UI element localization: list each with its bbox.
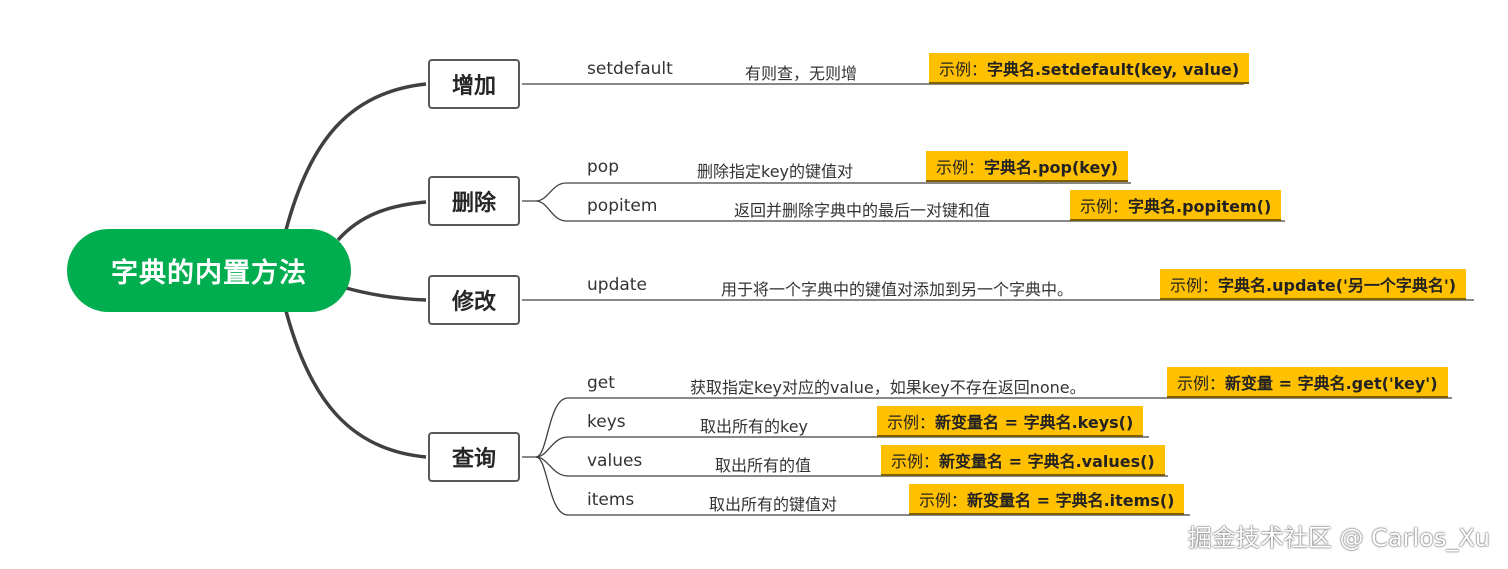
link-root-query xyxy=(284,310,427,459)
link-root-modify xyxy=(345,286,427,302)
example-code: 新变量名 = 字典名.values() xyxy=(939,451,1155,471)
example-prefix: 示例： xyxy=(1177,373,1226,393)
link-query-items xyxy=(535,456,1190,516)
example-prefix: 示例： xyxy=(1170,275,1219,295)
category-query: 查询 xyxy=(428,432,520,482)
link-query-keys xyxy=(535,436,1149,458)
category-modify: 修改 xyxy=(428,275,520,325)
example-update: 示例：字典名.update('另一个字典名') xyxy=(1160,269,1467,300)
example-code: 字典名.popitem() xyxy=(1128,196,1272,216)
desc-pop: 删除指定key的键值对 xyxy=(697,162,854,181)
category-delete: 删除 xyxy=(428,176,520,226)
example-prefix: 示例： xyxy=(887,412,936,432)
example-code: 新变量名 = 字典名.keys() xyxy=(935,412,1134,432)
desc-popitem: 返回并删除字典中的最后一对键和值 xyxy=(734,201,991,220)
example-code: 新变量 = 字典名.get('key') xyxy=(1225,373,1438,393)
example-popitem: 示例：字典名.popitem() xyxy=(1070,190,1282,221)
method-update: update xyxy=(587,275,647,295)
link-delete-popitem xyxy=(535,200,1285,222)
root-node: 字典的内置方法 xyxy=(67,229,351,312)
desc-setdefault: 有则查，无则增 xyxy=(745,64,858,83)
desc-get: 获取指定key对应的value，如果key不存在返回none。 xyxy=(690,378,1086,397)
method-get: get xyxy=(587,373,615,393)
link-root-add xyxy=(284,82,427,231)
desc-values: 取出所有的值 xyxy=(715,456,812,475)
example-get: 示例：新变量 = 字典名.get('key') xyxy=(1167,367,1448,398)
link-root-delete xyxy=(336,200,427,242)
example-code: 字典名.update('另一个字典名') xyxy=(1218,275,1457,295)
example-prefix: 示例： xyxy=(1080,196,1129,216)
example-setdefault: 示例：字典名.setdefault(key, value) xyxy=(929,53,1250,84)
method-setdefault: setdefault xyxy=(587,59,673,79)
method-values: values xyxy=(587,451,643,471)
example-values: 示例：新变量名 = 字典名.values() xyxy=(881,445,1165,476)
method-pop: pop xyxy=(587,157,619,177)
example-keys: 示例：新变量名 = 字典名.keys() xyxy=(877,406,1144,437)
example-prefix: 示例： xyxy=(936,157,985,177)
example-prefix: 示例： xyxy=(891,451,940,471)
example-code: 字典名.setdefault(key, value) xyxy=(987,59,1240,79)
category-add: 增加 xyxy=(428,59,520,109)
method-keys: keys xyxy=(587,412,626,432)
link-query-values xyxy=(535,456,1168,477)
example-code: 字典名.pop(key) xyxy=(984,157,1119,177)
desc-update: 用于将一个字典中的键值对添加到另一个字典中。 xyxy=(721,280,1074,299)
example-pop: 示例：字典名.pop(key) xyxy=(926,151,1129,182)
watermark: 掘金技术社区 @ Carlos_Xu xyxy=(1187,524,1490,552)
desc-keys: 取出所有的key xyxy=(700,417,809,436)
example-code: 新变量名 = 字典名.items() xyxy=(967,490,1175,510)
method-items: items xyxy=(587,490,635,510)
example-prefix: 示例： xyxy=(919,490,968,510)
desc-items: 取出所有的键值对 xyxy=(709,495,838,514)
example-prefix: 示例： xyxy=(939,59,988,79)
example-items: 示例：新变量名 = 字典名.items() xyxy=(909,484,1185,515)
method-popitem: popitem xyxy=(587,196,658,216)
